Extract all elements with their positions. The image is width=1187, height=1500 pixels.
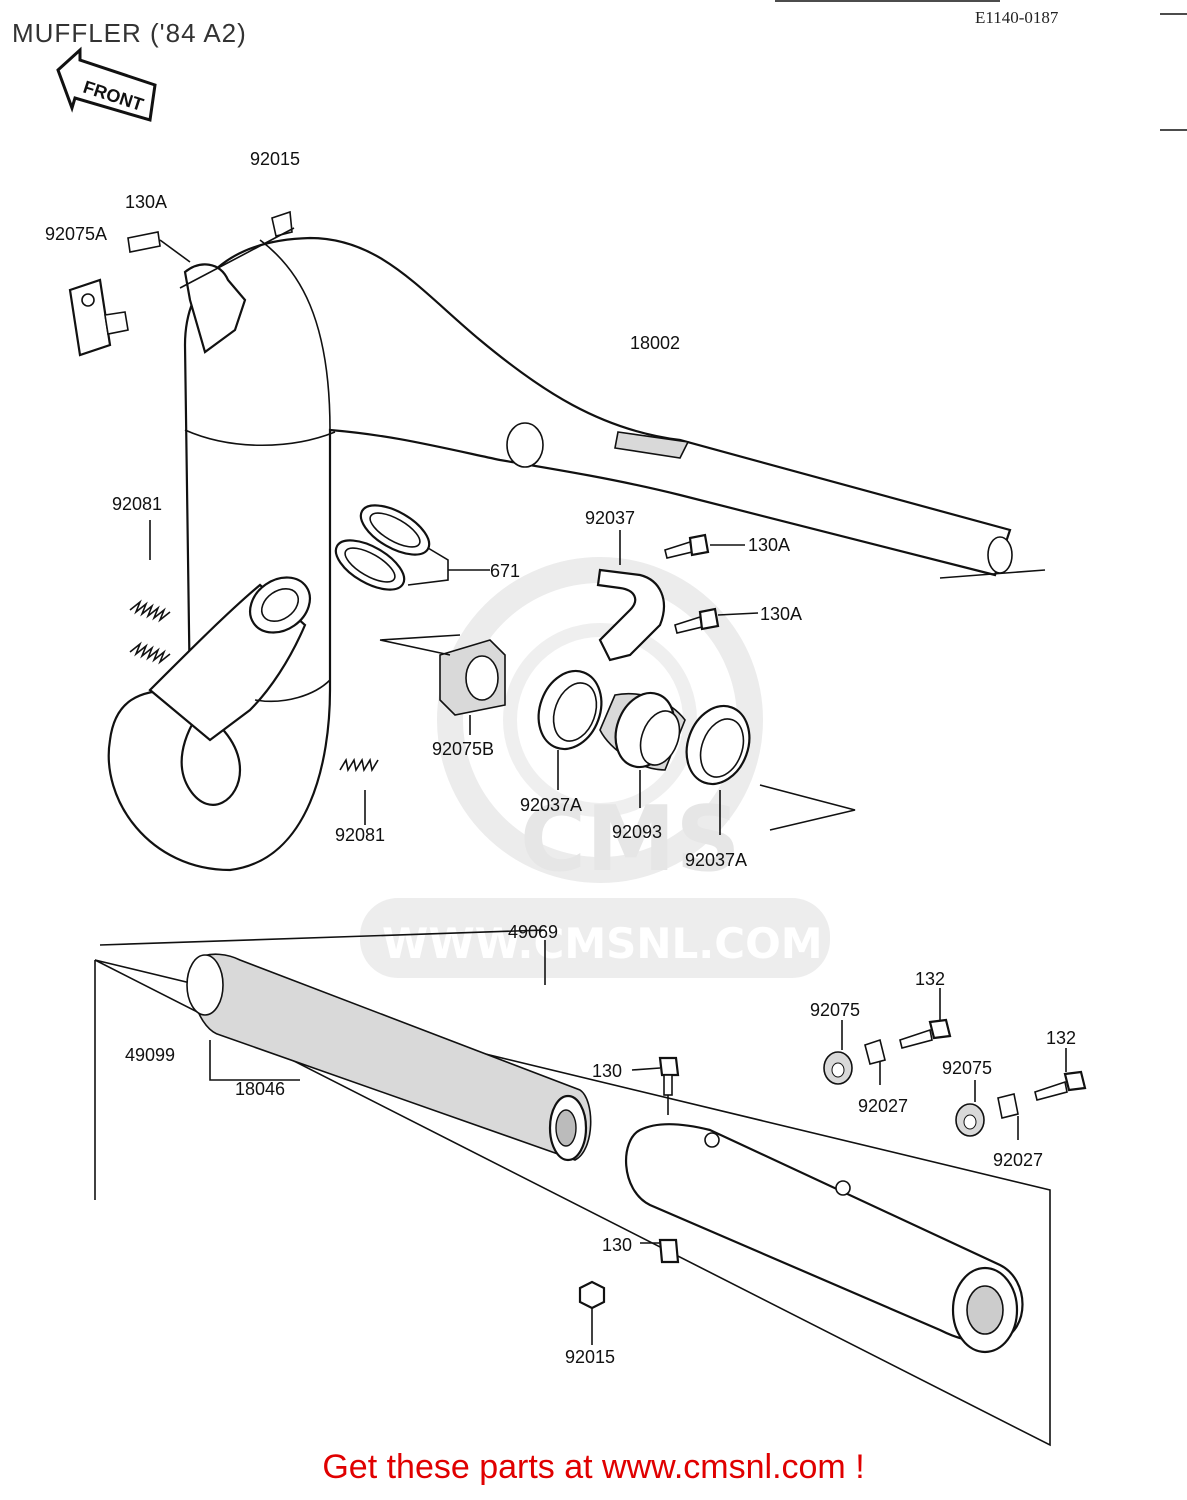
label-92037: 92037	[585, 508, 635, 528]
label-92027-2: 92027	[993, 1150, 1043, 1170]
front-arrow-icon: FRONT	[56, 46, 157, 122]
inlet-pipe	[148, 576, 331, 742]
label-92015-bottom: 92015	[565, 1347, 615, 1367]
label-92037a-right: 92037A	[685, 850, 747, 870]
label-92093: 92093	[612, 822, 662, 842]
silencer-18046	[186, 953, 592, 1162]
damper-92075b	[379, 634, 506, 735]
label-92027-1: 92027	[858, 1096, 908, 1116]
drawing-code: E1140-0187	[975, 8, 1059, 27]
silencer-cover	[624, 1123, 1024, 1354]
bolts-130	[631, 1056, 680, 1264]
nut-92015-bottom	[578, 1280, 606, 1345]
joint-assembly	[537, 669, 856, 835]
label-130-bottom: 130	[602, 1235, 632, 1255]
label-92081-mid: 92081	[335, 825, 385, 845]
label-49099: 49099	[125, 1045, 175, 1065]
clamp-92037	[596, 530, 665, 662]
label-18046: 18046	[235, 1079, 285, 1099]
label-132-1: 132	[915, 969, 945, 989]
label-92081-left: 92081	[112, 494, 162, 514]
label-49069: 49069	[508, 922, 558, 942]
bracket-92075a	[68, 210, 295, 357]
silencer-panel	[94, 929, 1051, 1447]
diagram-title: MUFFLER ('84 A2)	[12, 18, 247, 48]
label-18002: 18002	[630, 333, 680, 353]
watermark: CMS WWW.CMSNL.COM	[360, 557, 830, 978]
part-labels: 92015 130A 92075A 18002 92081 92037 130A…	[45, 149, 1076, 1367]
label-671: 671	[490, 561, 520, 581]
label-92075a: 92075A	[45, 224, 107, 244]
label-92075-1: 92075	[810, 1000, 860, 1020]
watermark-url: WWW.CMSNL.COM	[382, 919, 823, 968]
label-92037a-left: 92037A	[520, 795, 582, 815]
label-132-2: 132	[1046, 1028, 1076, 1048]
gaskets-671	[334, 504, 490, 591]
mount-hardware-right	[823, 988, 1087, 1140]
label-130a-right-1: 130A	[748, 535, 790, 555]
expansion-chamber	[107, 236, 1046, 872]
springs-92081	[129, 520, 379, 825]
label-130a-top: 130A	[125, 192, 167, 212]
bolts-130a	[664, 533, 759, 634]
label-92015-top: 92015	[250, 149, 300, 169]
watermark-brand: CMS	[520, 787, 740, 892]
label-130-top: 130	[592, 1061, 622, 1081]
label-130a-right-2: 130A	[760, 604, 802, 624]
label-92075-2: 92075	[942, 1058, 992, 1078]
footer-cta[interactable]: Get these parts at www.cmsnl.com !	[322, 1448, 865, 1486]
label-92075b: 92075B	[432, 739, 494, 759]
